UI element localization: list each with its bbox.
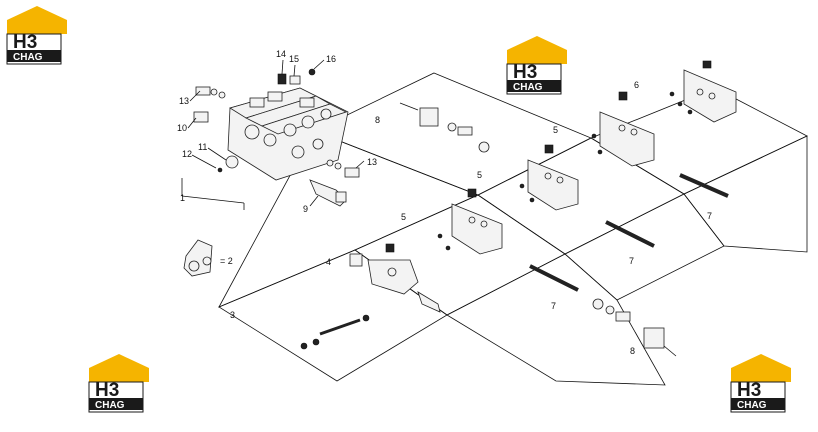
svg-text:H3: H3 [513,62,537,83]
svg-text:CHAG: CHAG [95,400,125,411]
callout-15: 15 [289,54,299,64]
callout-9: 9 [303,204,308,214]
callout-4: 4 [326,257,331,267]
watermark-logo-bottom-right: H3 CHAG [730,354,791,413]
main-valve-assembly [193,68,360,207]
panel-grid [181,72,808,386]
svg-text:H3: H3 [737,380,761,401]
callout-7-left: 7 [551,301,556,311]
watermark-logo-top-left: H3 CHAG [6,6,67,65]
solenoid-cartridge-bottom [592,298,677,357]
valve-section-upper [591,91,655,167]
callout-3: 3 [230,310,235,320]
callout-8-top: 8 [375,115,380,125]
spool-left [529,264,579,292]
callout-11: 11 [198,142,207,152]
svg-text:CHAG: CHAG [13,52,43,63]
solenoid-cartridge-top [399,102,490,153]
valve-section-middle [519,144,579,211]
valve-section-lower [437,188,503,255]
watermark-logo-top-center: H3 CHAG [506,36,567,95]
callout-13-right: 13 [367,157,377,167]
spool-right [679,173,729,198]
svg-text:CHAG: CHAG [513,82,543,93]
svg-text:H3: H3 [95,380,119,401]
svg-text:CHAG: CHAG [737,400,767,411]
seal-kit-icon [183,239,213,277]
spool-middle [605,220,655,248]
callout-5-lower: 5 [401,212,406,222]
callout-7-right: 7 [707,211,712,221]
callout-6: 6 [634,80,639,90]
callout-14: 14 [276,49,286,59]
callout-5-middle: 5 [477,170,482,180]
callouts: 1 = 2 3 4 5 5 5 6 7 7 7 8 8 9 10 11 12 1… [177,49,712,356]
callout-8-bottom: 8 [630,346,635,356]
watermark-logo-bottom-left: H3 CHAG [88,354,149,413]
end-cap-section [669,60,737,123]
svg-text:H3: H3 [13,32,37,53]
callout-5-upper: 5 [553,125,558,135]
callout-13-left: 13 [179,96,189,106]
callout-12: 12 [182,149,192,159]
callout-16: 16 [326,54,336,64]
callout-7-middle: 7 [629,256,634,266]
inlet-section [349,243,441,313]
callout-1: 1 [180,193,185,203]
tie-rod-kit [300,314,370,350]
callout-2: = 2 [220,256,233,266]
callout-10: 10 [177,123,187,133]
